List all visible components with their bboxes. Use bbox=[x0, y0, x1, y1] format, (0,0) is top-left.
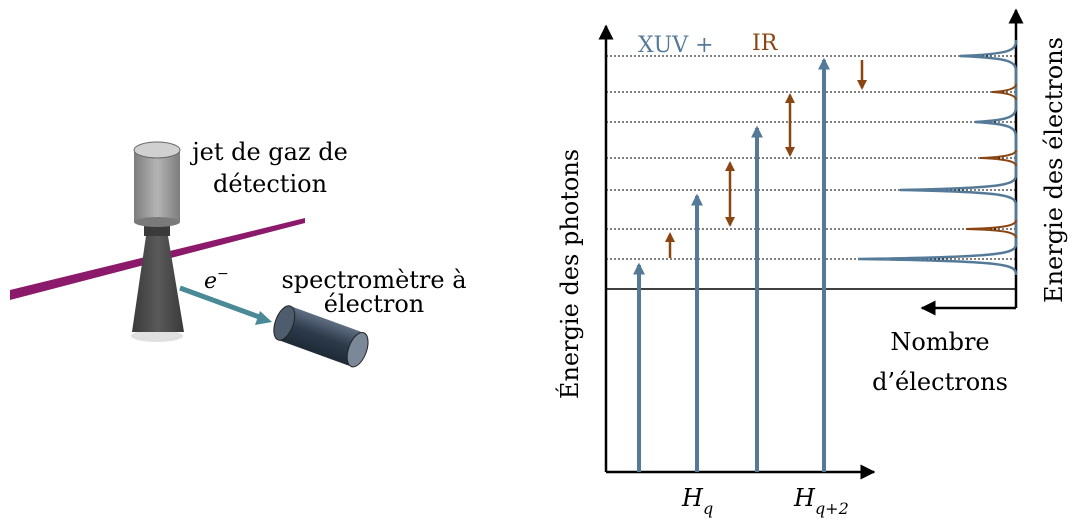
gas-jet-label-line2: détection bbox=[213, 170, 327, 198]
harmonic-label-hq-sub: q bbox=[703, 499, 713, 518]
ir-transitions bbox=[665, 60, 867, 258]
ir-sideband-spectrum bbox=[965, 83, 1017, 239]
electron-count-label-line2: d’électrons bbox=[872, 368, 1008, 396]
harmonic-label-hq2: Hq+2 bbox=[793, 484, 849, 518]
xuv-harmonics bbox=[633, 57, 830, 472]
electron-label: e− bbox=[204, 266, 229, 294]
spectrometer-label-line2: électron bbox=[324, 290, 425, 318]
electron-label-sup: − bbox=[217, 266, 229, 282]
legend-ir: IR bbox=[752, 31, 779, 56]
y-axis-label: Énergie des photons bbox=[555, 149, 584, 399]
harmonic-label-hq: Hq bbox=[681, 484, 713, 518]
harmonic-label-hq2-sub: q+2 bbox=[815, 499, 849, 518]
gas-jet bbox=[131, 141, 184, 342]
experimental-setup: jet de gaz de détection e− spectromètre … bbox=[10, 138, 467, 368]
legend-xuv: XUV + bbox=[638, 33, 714, 58]
xuv-photoelectron-spectrum bbox=[857, 39, 1018, 276]
right-axis-label: Energie des électrons bbox=[1040, 37, 1068, 303]
electron-arrow bbox=[179, 285, 263, 321]
energy-diagram: XUV + IR Énergie des photons Energie des… bbox=[555, 8, 1068, 518]
gas-jet-label-line1: jet de gaz de bbox=[189, 138, 348, 166]
electron-count-label-line1: Nombre bbox=[890, 328, 989, 356]
spectrometer-label-line1: spectromètre à bbox=[281, 266, 466, 294]
electron-spectrometer bbox=[273, 305, 369, 368]
electron-arrowhead bbox=[255, 311, 272, 325]
energy-levels bbox=[606, 55, 1016, 260]
